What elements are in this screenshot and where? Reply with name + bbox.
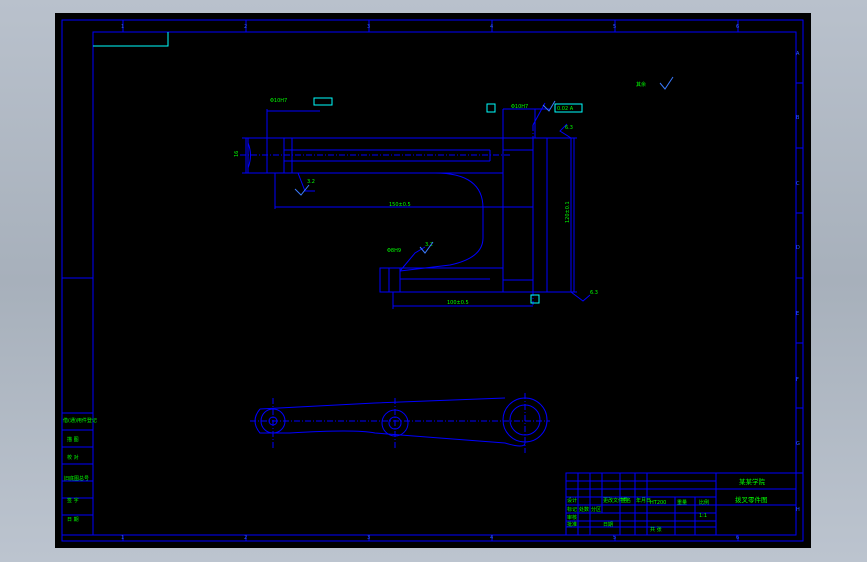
- svg-text:E: E: [796, 311, 799, 317]
- svg-text:Φ10H7: Φ10H7: [511, 104, 528, 110]
- svg-text:日 期: 日 期: [67, 517, 79, 523]
- svg-text:3: 3: [367, 24, 370, 30]
- svg-text:1:1: 1:1: [699, 513, 707, 519]
- svg-text:标记: 标记: [567, 506, 577, 513]
- svg-text:G: G: [796, 441, 800, 447]
- svg-text:Φ10H7: Φ10H7: [270, 98, 287, 104]
- svg-text:F: F: [796, 377, 799, 383]
- svg-text:设计: 设计: [567, 497, 577, 504]
- cad-viewport[interactable]: 1 2 3 4 5 6 1 2 3 4 5 6 A B C D E F G H …: [55, 13, 811, 548]
- svg-text:批准: 批准: [567, 521, 577, 528]
- svg-text:2: 2: [244, 535, 247, 541]
- svg-text:3.2: 3.2: [425, 242, 433, 248]
- svg-text:签名: 签名: [621, 497, 631, 504]
- svg-text:D: D: [796, 245, 800, 251]
- svg-text:比例: 比例: [699, 499, 709, 506]
- svg-text:Φ8H9: Φ8H9: [387, 248, 401, 254]
- title-block-text: 某某学院 拨叉零件图 HT200 比例 1:1 重量 共 张 设计 审核 批准 …: [567, 477, 768, 533]
- svg-text:签 字: 签 字: [67, 497, 79, 504]
- svg-text:1: 1: [121, 535, 124, 541]
- svg-text:6.3: 6.3: [565, 125, 573, 131]
- svg-text:0.02 A: 0.02 A: [557, 106, 574, 112]
- svg-text:重量: 重量: [677, 499, 687, 506]
- plan-view: [250, 393, 550, 453]
- svg-text:4: 4: [490, 535, 493, 541]
- general-roughness-note: 其余: [636, 76, 674, 90]
- zone-labels: 1 2 3 4 5 6 1 2 3 4 5 6 A B C D E F G H: [121, 24, 800, 541]
- svg-text:H: H: [796, 507, 800, 513]
- svg-text:6: 6: [736, 535, 739, 541]
- inner-border: [92, 31, 797, 536]
- side-zone-ticks: [62, 82, 803, 474]
- outer-border: [61, 19, 804, 542]
- svg-text:日期: 日期: [603, 522, 613, 528]
- svg-text:120±0.1: 120±0.1: [565, 201, 571, 223]
- left-registration-strip: [62, 412, 93, 536]
- top-zone-ticks: [122, 20, 739, 541]
- svg-text:某某学院: 某某学院: [739, 477, 766, 486]
- svg-text:描 图: 描 图: [67, 436, 79, 443]
- title-block: [565, 472, 797, 536]
- svg-text:校 对: 校 对: [67, 454, 79, 461]
- svg-text:共 张: 共 张: [650, 526, 662, 533]
- svg-text:借(通)用件登记: 借(通)用件登记: [63, 417, 97, 424]
- svg-text:审核: 审核: [567, 514, 577, 521]
- front-view: [240, 102, 591, 309]
- svg-text:旧底图总号: 旧底图总号: [64, 475, 89, 482]
- left-strip-labels: 借(通)用件登记 描 图 校 对 旧底图总号 签 字 日 期: [63, 417, 97, 523]
- svg-text:5: 5: [613, 535, 616, 541]
- svg-text:6: 6: [736, 24, 739, 30]
- svg-text:1: 1: [121, 24, 124, 30]
- svg-text:3.2: 3.2: [307, 179, 315, 185]
- svg-text:其余: 其余: [636, 81, 646, 88]
- tolerance-frame-text: 0.02 A: [557, 106, 574, 112]
- svg-text:分区: 分区: [591, 506, 601, 513]
- svg-text:C: C: [796, 181, 800, 187]
- tolerance-frames: [294, 97, 583, 304]
- svg-text:3: 3: [367, 535, 370, 541]
- svg-text:4: 4: [490, 24, 493, 30]
- dimension-labels: Φ10H7 Φ10H7 16 150±0.5 Φ8H9 100±0.5 120±…: [234, 98, 598, 306]
- svg-text:2: 2: [244, 24, 247, 30]
- top-left-code-box: [93, 32, 169, 47]
- svg-text:100±0.5: 100±0.5: [447, 300, 469, 306]
- svg-text:更改文件号: 更改文件号: [603, 497, 628, 504]
- svg-text:处数: 处数: [579, 506, 589, 513]
- svg-text:年月日: 年月日: [636, 497, 651, 504]
- svg-text:HT200: HT200: [650, 500, 666, 506]
- svg-text:16: 16: [234, 151, 240, 157]
- svg-text:B: B: [796, 115, 800, 121]
- svg-text:拨叉零件图: 拨叉零件图: [735, 495, 768, 504]
- drawing-sheet: 1 2 3 4 5 6 1 2 3 4 5 6 A B C D E F G H …: [61, 19, 804, 542]
- svg-text:A: A: [796, 51, 800, 57]
- svg-text:150±0.5: 150±0.5: [389, 202, 411, 208]
- svg-text:5: 5: [613, 24, 616, 30]
- svg-text:6.3: 6.3: [590, 290, 598, 296]
